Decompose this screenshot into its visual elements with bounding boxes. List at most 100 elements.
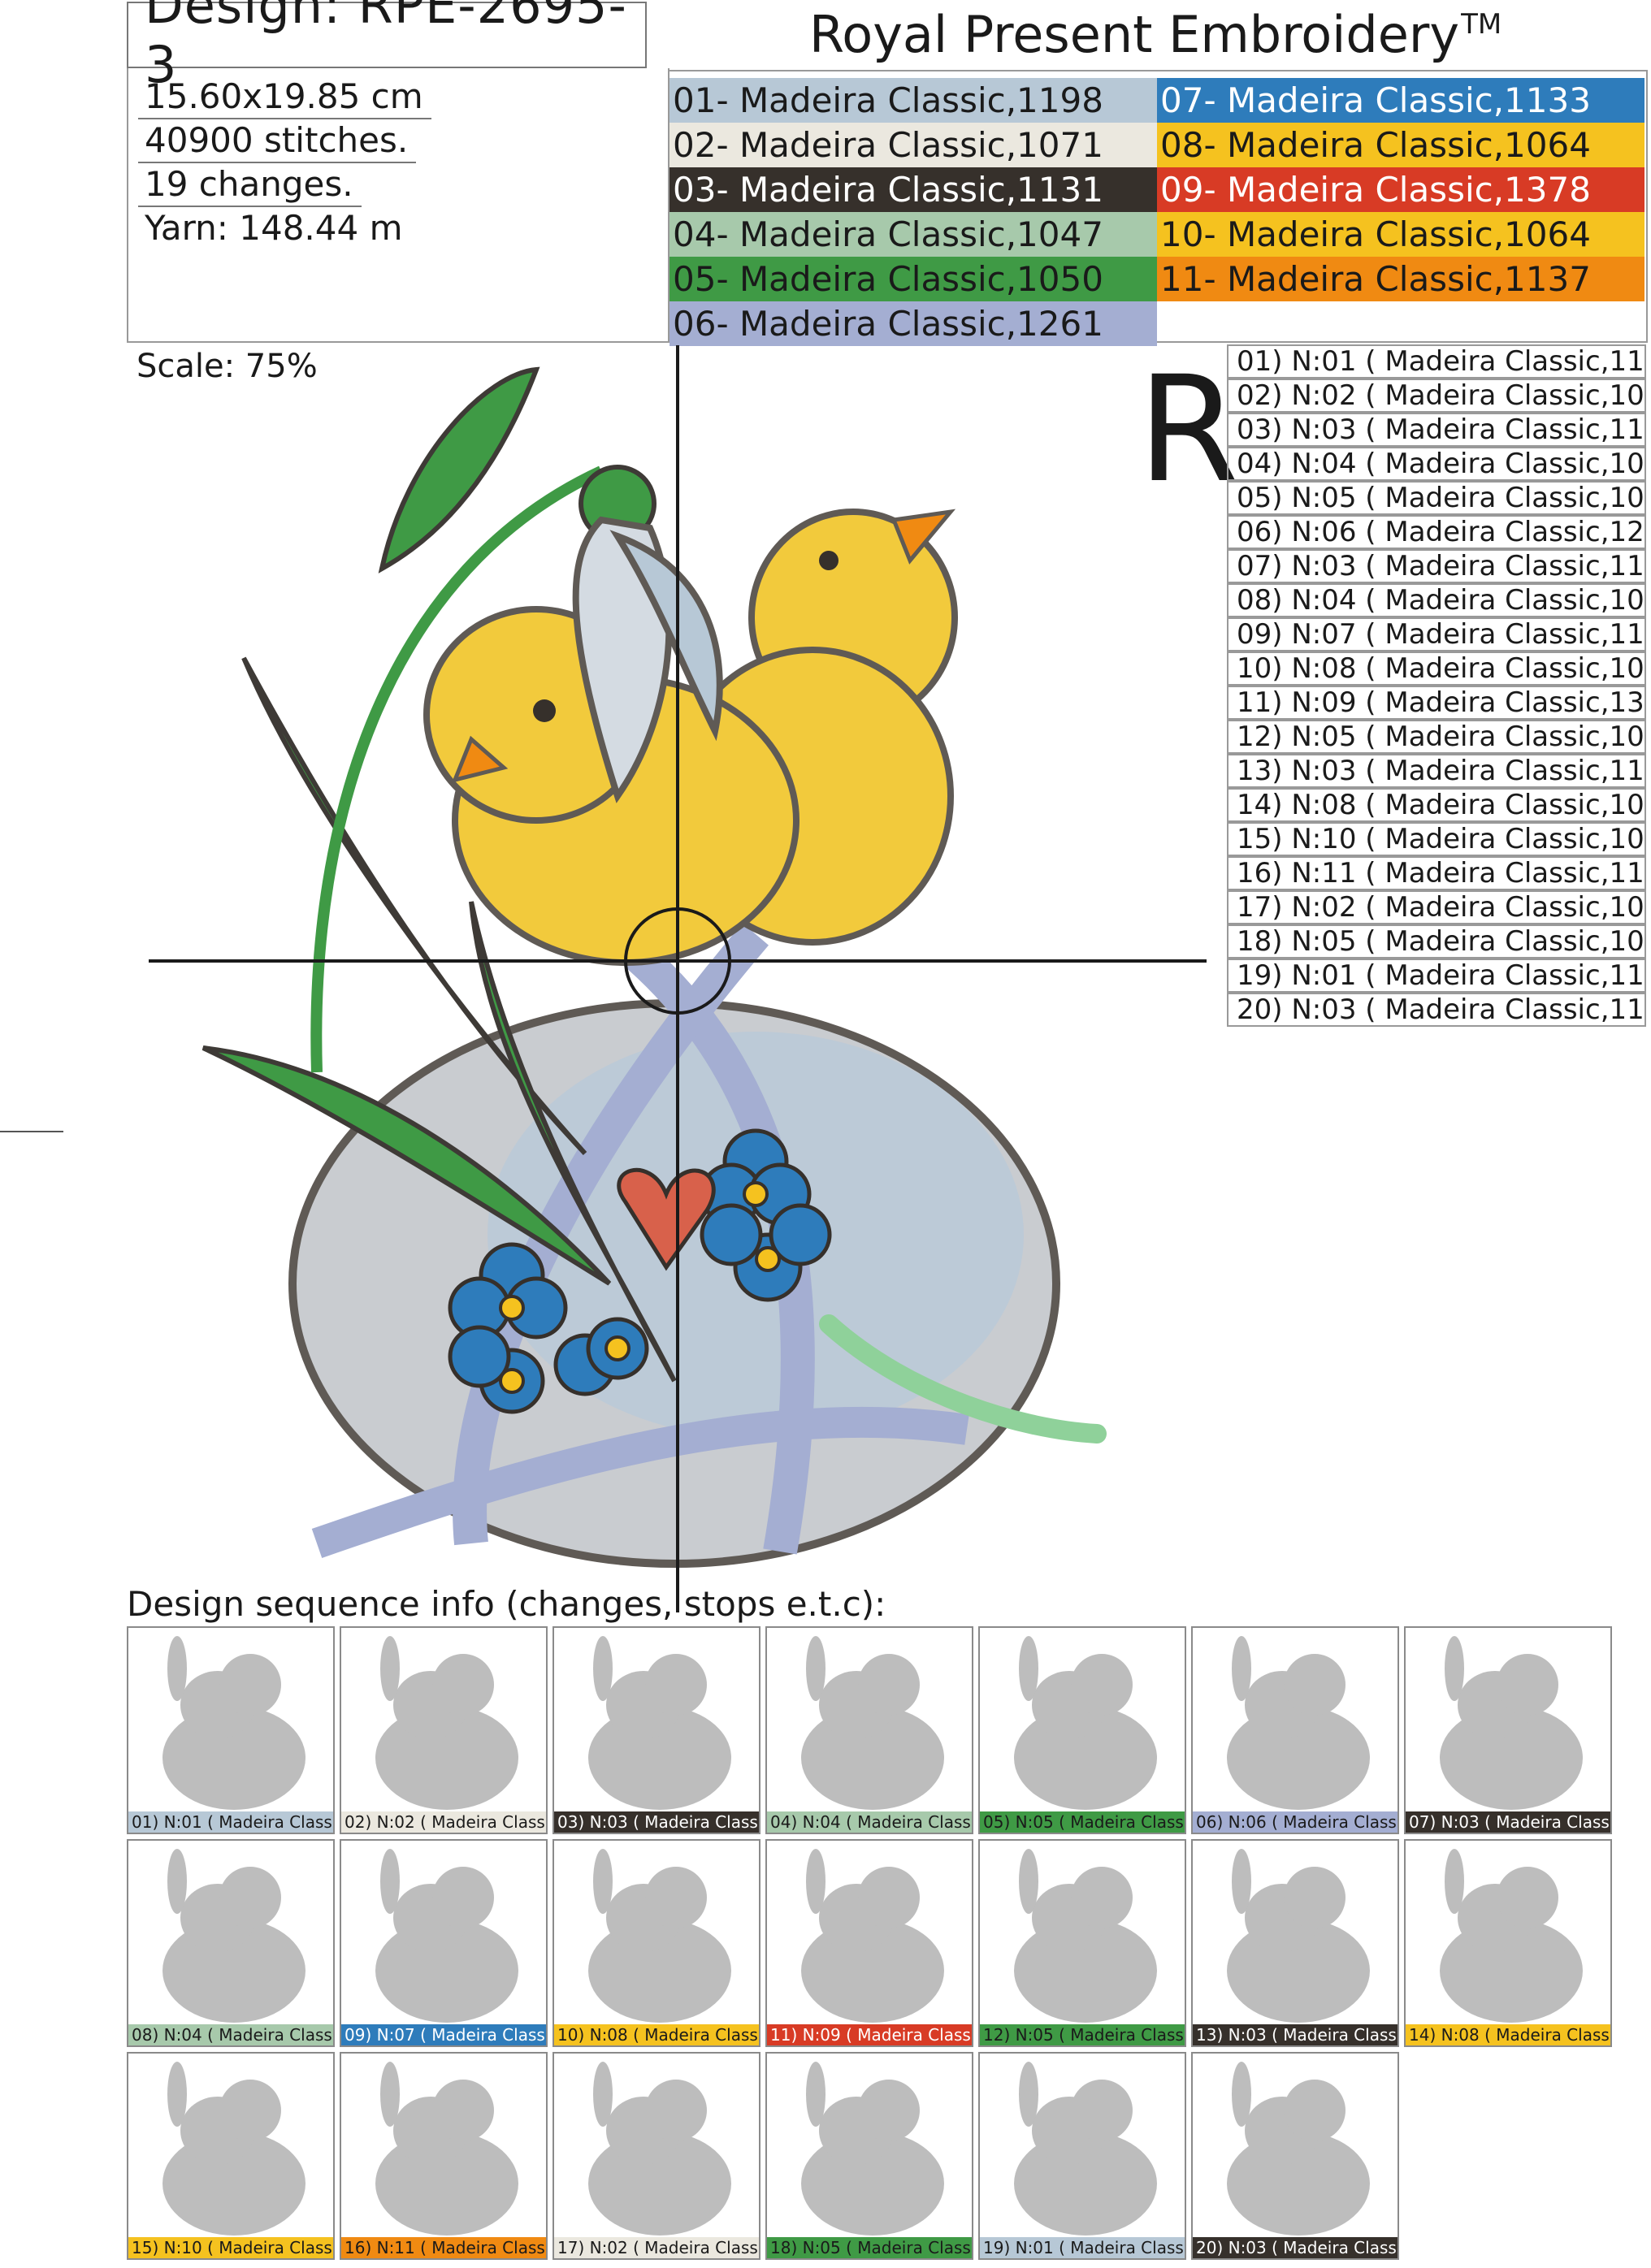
step-thumbnail: 16) N:11 ( Madeira Classic,1137) — [340, 2052, 548, 2260]
color-label: 04- Madeira Classic,1047 — [673, 214, 1103, 254]
scale-label: Scale: 75% — [136, 348, 318, 385]
color-swatch-07: 07- Madeira Classic,1133 — [1157, 78, 1644, 123]
sequence-row: 02) N:02 ( Madeira Classic,1071) — [1227, 379, 1646, 413]
sequence-row: 01) N:01 ( Madeira Classic,1198) — [1227, 344, 1646, 379]
thumbnail-silhouette — [375, 1636, 518, 1810]
thumbnail-caption: 07) N:03 ( Madeira Classic,1131) — [1406, 1811, 1610, 1833]
design-id: Design: RPE-2695-3 — [145, 0, 627, 94]
color-label: 06- Madeira Classic,1261 — [673, 304, 1103, 344]
thumbnail-silhouette — [1440, 1636, 1583, 1810]
thumbnail-caption: 05) N:05 ( Madeira Classic,1050) — [980, 1811, 1185, 1833]
chick-front-eye — [533, 699, 556, 722]
thumbnail-silhouette — [588, 2062, 731, 2236]
step-thumbnail: 17) N:02 ( Madeira Classic,1071) — [552, 2052, 760, 2260]
chick-back-beak — [890, 509, 956, 565]
thumbnail-silhouette — [801, 2062, 944, 2236]
thumbnail-caption: 13) N:03 ( Madeira Classic,1131) — [1193, 2024, 1398, 2045]
color-label: 10- Madeira Classic,1064 — [1160, 214, 1591, 254]
orientation-mark: R — [1138, 345, 1240, 515]
step-thumbnail: 07) N:03 ( Madeira Classic,1131) — [1404, 1626, 1612, 1834]
leaf-front — [469, 901, 677, 1383]
thumbnail-caption: 14) N:08 ( Madeira Classic,1064) — [1406, 2024, 1610, 2045]
thumbnail-caption: 18) N:05 ( Madeira Classic,1050) — [767, 2237, 972, 2258]
sequence-row: 11) N:09 ( Madeira Classic,1378) — [1227, 686, 1646, 720]
chick-front-beak — [451, 735, 509, 783]
crosshair-circle — [624, 907, 731, 1015]
flower-centers — [499, 1181, 781, 1394]
color-swatch-05: 05- Madeira Classic,1050 — [670, 257, 1157, 301]
sequence-row: 20) N:03 ( Madeira Classic,1131) — [1227, 993, 1646, 1027]
sequence-title: Design sequence info (changes, stops e.t… — [127, 1584, 886, 1624]
sequence-row: 14) N:08 ( Madeira Classic,1064) — [1227, 788, 1646, 822]
ribbon-bottom — [311, 1406, 969, 1558]
spec-changes: 19 changes. — [138, 164, 362, 207]
thumbnail-silhouette — [1440, 1849, 1583, 2023]
thumbnail-silhouette — [1014, 2062, 1157, 2236]
color-swatch-02: 02- Madeira Classic,1071 — [670, 123, 1157, 167]
step-thumbnail: 15) N:10 ( Madeira Classic,1064) — [127, 2052, 335, 2260]
step-thumbnail: 05) N:05 ( Madeira Classic,1050) — [978, 1626, 1186, 1834]
thumbnail-silhouette — [162, 2062, 306, 2236]
specs-box: 15.60x19.85 cm 40900 stitches. 19 change… — [127, 68, 670, 343]
thumbnail-caption: 01) N:01 ( Madeira Classic,1198) — [128, 1811, 333, 1833]
sequence-row: 03) N:03 ( Madeira Classic,1131) — [1227, 413, 1646, 447]
color-label: 01- Madeira Classic,1198 — [673, 80, 1103, 120]
step-thumbnail: 12) N:05 ( Madeira Classic,1050) — [978, 1839, 1186, 2047]
step-thumbnail: 09) N:07 ( Madeira Classic,1133) — [340, 1839, 548, 2047]
thumbnail-silhouette — [162, 1849, 306, 2023]
step-thumbnail: 03) N:03 ( Madeira Classic,1131) — [552, 1626, 760, 1834]
spec-stitches: 40900 stitches. — [138, 120, 417, 163]
thumbnail-silhouette — [1227, 2062, 1370, 2236]
thumbnail-caption: 09) N:07 ( Madeira Classic,1133) — [341, 2024, 546, 2045]
brand-name: Royal Present Embroidery — [809, 5, 1460, 64]
thumbnail-silhouette — [375, 1849, 518, 2023]
thumbnail-caption: 04) N:04 ( Madeira Classic,1047) — [767, 1811, 972, 1833]
step-thumbnail: 02) N:02 ( Madeira Classic,1071) — [340, 1626, 548, 1834]
leaf-back — [241, 656, 587, 1156]
thumbnail-silhouette — [1014, 1636, 1157, 1810]
thumbnail-silhouette — [162, 1636, 306, 1810]
thumbnail-caption: 03) N:03 ( Madeira Classic,1131) — [554, 1811, 759, 1833]
step-thumbnail: 08) N:04 ( Madeira Classic,1047) — [127, 1839, 335, 2047]
thumbnail-silhouette — [1227, 1636, 1370, 1810]
thumbnail-caption: 20) N:03 ( Madeira Classic,1131) — [1193, 2237, 1398, 2258]
thumbnail-caption: 08) N:04 ( Madeira Classic,1047) — [128, 2024, 333, 2045]
sequence-row: 10) N:08 ( Madeira Classic,1064) — [1227, 651, 1646, 686]
sequence-row: 13) N:03 ( Madeira Classic,1131) — [1227, 754, 1646, 788]
sequence-row: 06) N:06 ( Madeira Classic,1261) — [1227, 515, 1646, 549]
heart — [617, 1168, 716, 1271]
step-thumbnail: 18) N:05 ( Madeira Classic,1050) — [765, 2052, 973, 2260]
thumbnail-caption: 15) N:10 ( Madeira Classic,1064) — [128, 2237, 333, 2258]
sequence-row: 04) N:04 ( Madeira Classic,1047) — [1227, 447, 1646, 481]
step-thumbnail: 01) N:01 ( Madeira Classic,1198) — [127, 1626, 335, 1834]
thumbnail-caption: 11) N:09 ( Madeira Classic,1378) — [767, 2024, 972, 2045]
sequence-row: 12) N:05 ( Madeira Classic,1050) — [1227, 720, 1646, 754]
thumbnail-caption: 17) N:02 ( Madeira Classic,1071) — [554, 2237, 759, 2258]
color-swatch-01: 01- Madeira Classic,1198 — [670, 78, 1157, 123]
color-swatch-06: 06- Madeira Classic,1261 — [670, 301, 1157, 346]
sequence-row: 19) N:01 ( Madeira Classic,1198) — [1227, 959, 1646, 993]
chick-back-eye — [819, 551, 838, 570]
thumbnail-silhouette — [1014, 1849, 1157, 2023]
leaf-lower — [202, 1045, 612, 1286]
sequence-row: 05) N:05 ( Madeira Classic,1050) — [1227, 481, 1646, 515]
spec-yarn: Yarn: 148.44 m — [145, 208, 403, 248]
snowdrop-petal-side — [609, 530, 723, 742]
thumbnail-silhouette — [801, 1849, 944, 2023]
color-swatch-08: 08- Madeira Classic,1064 — [1157, 123, 1644, 167]
thumbnail-caption: 19) N:01 ( Madeira Classic,1198) — [980, 2237, 1185, 2258]
thumbnail-silhouette — [375, 2062, 518, 2236]
color-label: 02- Madeira Classic,1071 — [673, 125, 1103, 165]
brand-title: Royal Present EmbroideryTM — [809, 5, 1502, 64]
step-thumbnail: 11) N:09 ( Madeira Classic,1378) — [765, 1839, 973, 2047]
thumbnail-caption: 12) N:05 ( Madeira Classic,1050) — [980, 2024, 1185, 2045]
thumbnail-silhouette — [801, 1636, 944, 1810]
step-thumbnail: 20) N:03 ( Madeira Classic,1131) — [1191, 2052, 1399, 2260]
sequence-row: 08) N:04 ( Madeira Classic,1047) — [1227, 583, 1646, 617]
design-id-box: Design: RPE-2695-3 — [127, 0, 647, 94]
side-tick-mark — [0, 1131, 63, 1132]
color-swatch-04: 04- Madeira Classic,1047 — [670, 212, 1157, 257]
design-preview — [149, 345, 1207, 1612]
step-thumbnail: 04) N:04 ( Madeira Classic,1047) — [765, 1626, 973, 1834]
thumbnail-silhouette — [588, 1636, 731, 1810]
